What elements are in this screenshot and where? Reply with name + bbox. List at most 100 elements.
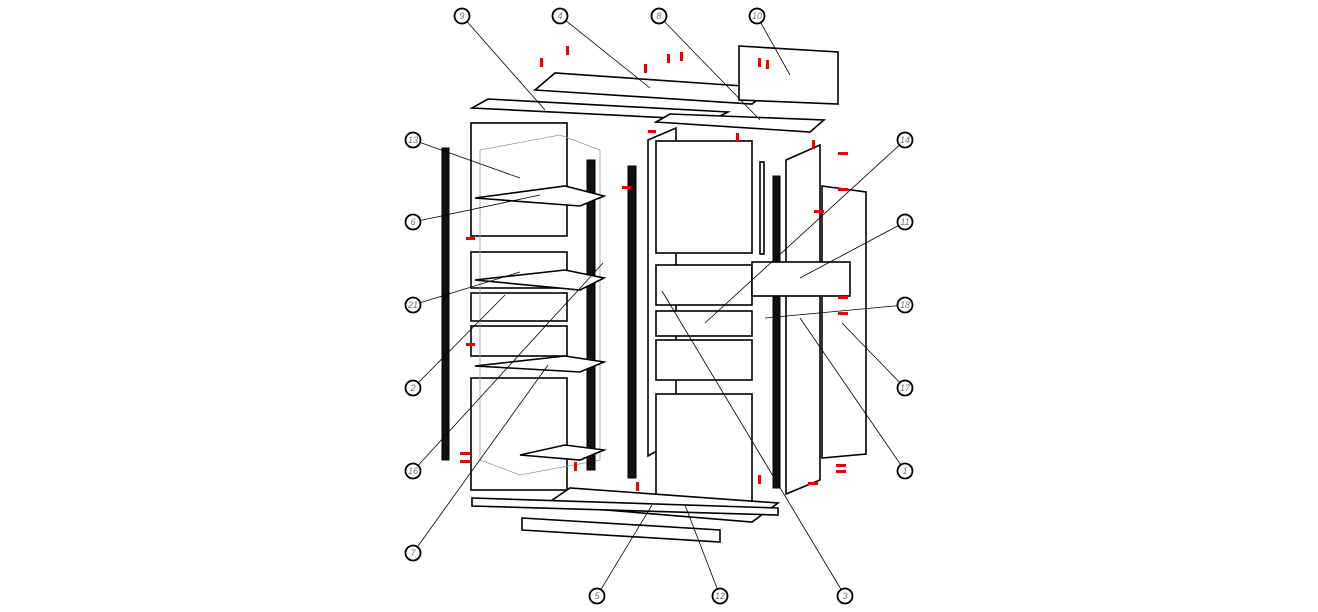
callout-7: 7 <box>404 364 549 562</box>
right-post <box>759 161 765 255</box>
callout-bubble <box>404 213 422 231</box>
leader-line <box>760 22 791 76</box>
leader-line <box>420 194 541 221</box>
callout-18: 18 <box>764 296 914 319</box>
shelf <box>474 185 607 207</box>
right-drawer-front-2 <box>655 310 753 337</box>
callout-bubble <box>650 7 668 25</box>
callout-8: 8 <box>650 7 761 121</box>
callout-label: 8 <box>656 11 661 21</box>
back-panel <box>821 185 867 459</box>
callout-13: 13 <box>404 131 521 179</box>
shelf <box>474 355 607 373</box>
leader-line <box>418 294 506 383</box>
left-side-strip <box>441 147 450 461</box>
leader-line <box>565 20 651 89</box>
callout-label: 11 <box>900 217 909 227</box>
back-top-panel <box>738 45 839 105</box>
callout-bubble <box>404 379 422 397</box>
callout-label: 21 <box>407 300 418 310</box>
callout-bubble <box>404 296 422 314</box>
left-upper-door <box>470 122 568 237</box>
callout-11: 11 <box>799 213 914 279</box>
callout-label: 6 <box>410 217 415 227</box>
callout-label: 16 <box>408 466 418 476</box>
top-rail <box>469 98 732 121</box>
callout-label: 7 <box>410 548 416 558</box>
center-divider-strip <box>627 165 637 479</box>
callout-label: 10 <box>752 11 762 21</box>
callout-label: 14 <box>900 135 910 145</box>
callout-14: 14 <box>704 131 914 324</box>
leader-line <box>684 504 718 589</box>
hardware-fittings <box>460 46 848 491</box>
right-divider-strip <box>772 175 781 489</box>
callout-label: 12 <box>715 591 725 601</box>
callout-3: 3 <box>661 290 854 605</box>
callout-bubble <box>896 379 914 397</box>
callout-16: 16 <box>404 262 604 480</box>
callout-bubble <box>896 296 914 314</box>
shelf <box>519 444 608 461</box>
callout-label: 13 <box>408 135 418 145</box>
callout-1: 1 <box>799 317 914 480</box>
leader-line <box>600 504 653 590</box>
drawer-box <box>751 261 851 297</box>
callout-6: 6 <box>404 194 541 231</box>
callout-4: 4 <box>551 7 651 89</box>
callout-bubble <box>896 213 914 231</box>
callout-bubble <box>896 462 914 480</box>
right-side-panel <box>785 143 821 496</box>
top-panel <box>532 72 775 105</box>
callout-bubble <box>404 544 422 562</box>
callout-21: 21 <box>404 271 521 314</box>
callout-bubble <box>836 587 854 605</box>
callouts: 9 4 8 10 13 6 21 2 16 7 14 11 18 17 1 5 12 3 <box>404 7 914 605</box>
bottom-rail <box>471 497 779 516</box>
top-rail-right <box>653 113 827 133</box>
callout-label: 3 <box>842 591 847 601</box>
callout-bubble <box>404 131 422 149</box>
left-drawer-front-3 <box>470 325 568 357</box>
leader-line <box>841 322 900 383</box>
right-upper-door <box>655 140 753 254</box>
callout-bubble <box>588 587 606 605</box>
leader-line <box>418 262 604 466</box>
callout-bubble <box>711 587 729 605</box>
shelf <box>474 269 607 291</box>
callout-label: 5 <box>594 591 600 601</box>
leader-line <box>420 142 521 179</box>
callout-label: 18 <box>900 300 910 310</box>
leader-line <box>704 145 900 324</box>
left-divider-strip <box>586 159 596 471</box>
callout-label: 1 <box>902 466 907 476</box>
callout-bubble <box>551 7 569 25</box>
leader-line <box>799 225 899 279</box>
right-lower-door <box>655 393 753 507</box>
callout-label: 9 <box>459 11 464 21</box>
callout-12: 12 <box>684 504 729 605</box>
callout-bubble <box>896 131 914 149</box>
callout-bubble <box>404 462 422 480</box>
leader-line <box>417 364 549 547</box>
right-drawer-front-3 <box>655 339 753 381</box>
callout-label: 2 <box>409 383 415 393</box>
callout-2: 2 <box>404 294 506 397</box>
right-drawer-front-1 <box>655 264 753 306</box>
cabinet-parts <box>441 45 867 543</box>
callout-17: 17 <box>841 322 914 397</box>
left-drawer-front-2 <box>470 292 568 322</box>
callout-bubble <box>453 7 471 25</box>
callout-10: 10 <box>748 7 791 76</box>
leader-line <box>661 290 842 590</box>
leader-line <box>466 21 546 111</box>
leader-line <box>799 317 901 465</box>
left-lower-door <box>470 377 568 491</box>
callout-label: 17 <box>900 383 911 393</box>
callout-label: 4 <box>557 11 562 21</box>
leader-line <box>764 305 898 319</box>
leader-line <box>664 21 761 121</box>
callout-5: 5 <box>588 504 653 605</box>
leader-line <box>420 271 521 304</box>
